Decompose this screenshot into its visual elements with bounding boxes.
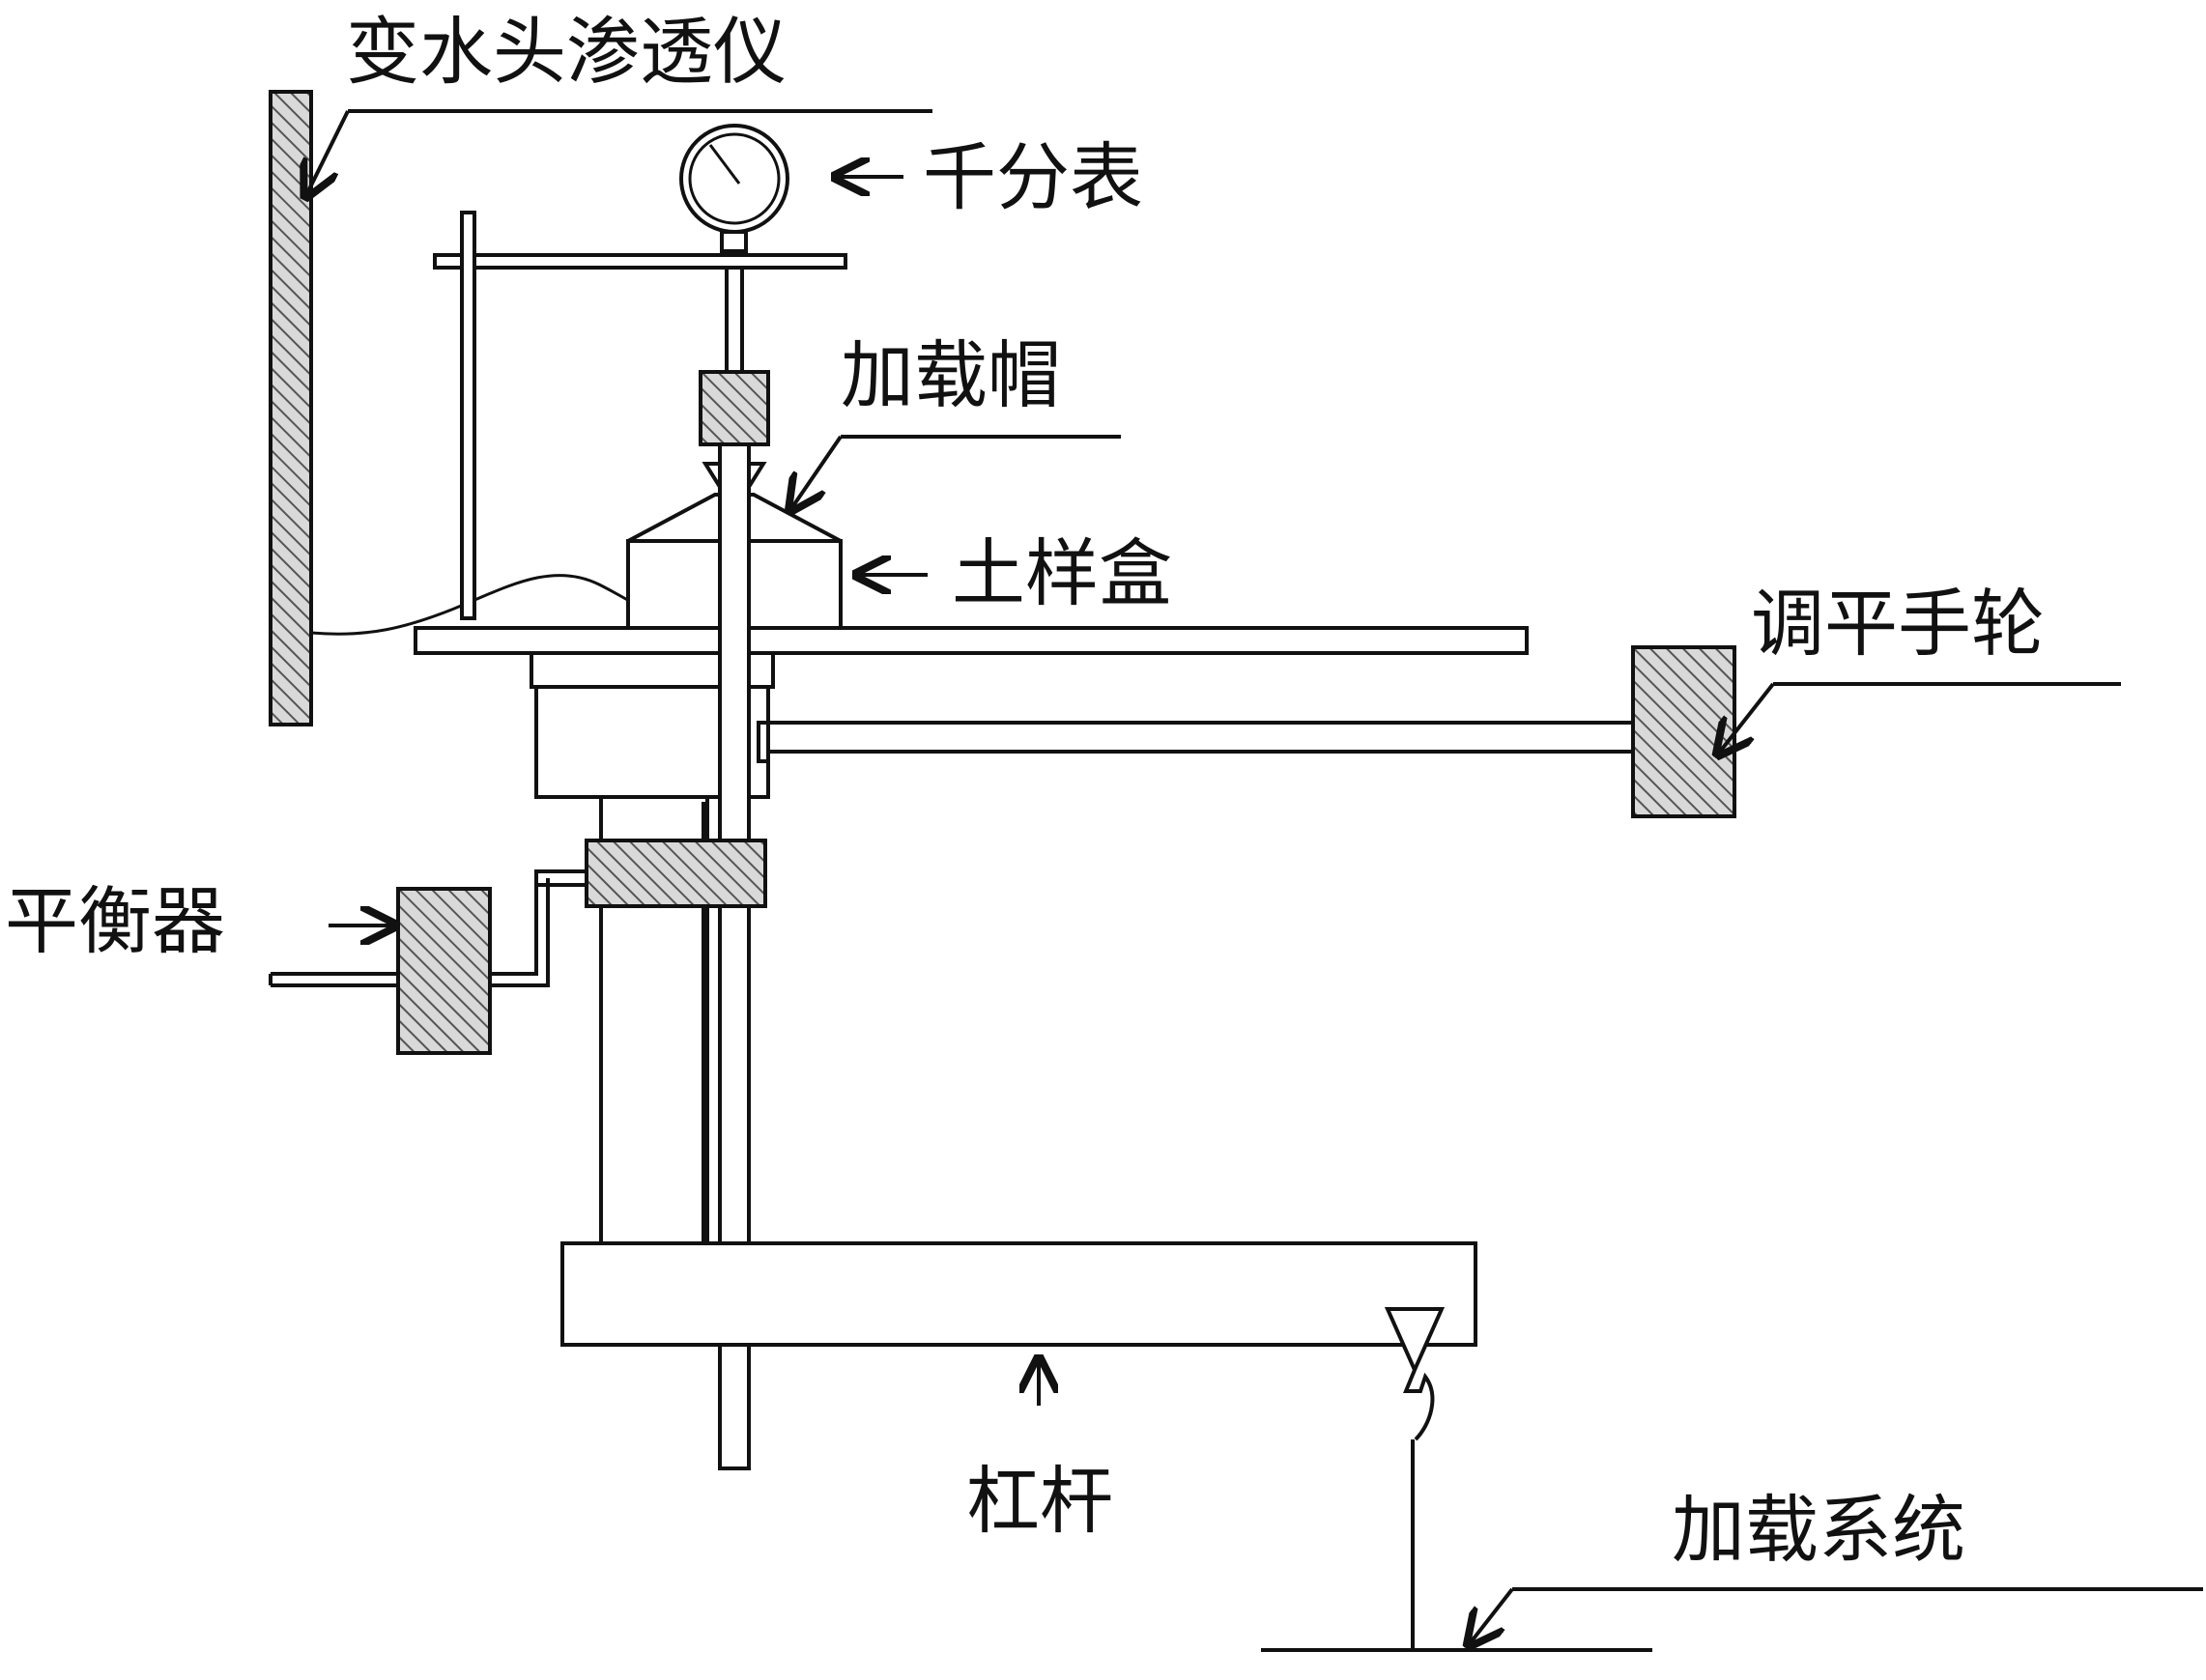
platform	[414, 626, 1529, 655]
permeameter-leader	[307, 109, 932, 193]
dial-gauge-label: 千分表	[923, 134, 1143, 220]
balancer-clamp	[534, 839, 767, 908]
lever-beam	[560, 1241, 1477, 1347]
loading-system-leader	[1471, 1587, 2203, 1642]
loading-system-label: 加载系统	[1672, 1487, 1965, 1573]
lever-label: 杠杆	[966, 1458, 1113, 1544]
loading-cap-leader	[792, 435, 1121, 507]
lever-hanger	[1261, 1307, 1652, 1652]
dial-gauge	[679, 124, 789, 372]
balancer-label: 平衡器	[5, 878, 225, 964]
balancer-crank	[269, 878, 550, 987]
loading-cap-label: 加载帽	[841, 332, 1061, 418]
balancer-weight	[396, 887, 492, 1055]
top-crossbar	[433, 253, 847, 270]
leveling-wheel-leader	[1720, 682, 2121, 752]
leveling-shaft	[766, 721, 1635, 754]
permeameter-column	[269, 90, 313, 726]
rod-block	[699, 370, 770, 446]
permeameter-label: 变水头渗透仪	[346, 9, 787, 95]
left-support-rod	[460, 211, 476, 620]
leveling-wheel-label: 调平手轮	[1751, 581, 2045, 667]
soil-box-label: 土样盒	[952, 530, 1172, 616]
leveling-wheel	[1631, 645, 1736, 818]
water-tube	[310, 574, 677, 636]
